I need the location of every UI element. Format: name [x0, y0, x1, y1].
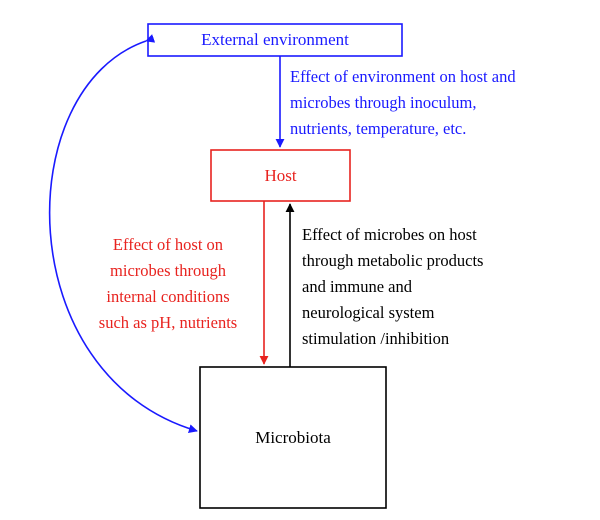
microbes-effect-line-3: and immune and: [302, 277, 412, 296]
microbes-effect-line-5: stimulation /inhibition: [302, 329, 450, 348]
host-effect-line-1: Effect of host on: [112, 235, 224, 254]
host-effect-line-2: microbes through: [110, 261, 226, 280]
environment-effect-line-2: microbes through inoculum,: [290, 93, 477, 112]
environment-effect-line-3: nutrients, temperature, etc.: [290, 119, 467, 138]
host-effect-text: Effect of host on microbes through inter…: [78, 232, 258, 336]
host-effect-line-3: internal conditions: [106, 287, 230, 306]
environment-effect-text: Effect of environment on host and microb…: [290, 64, 516, 142]
host-label: Host: [264, 165, 297, 185]
environment-effect-line-1: Effect of environment on host and: [290, 67, 516, 86]
microbiota-box: [199, 366, 387, 509]
microbes-effect-line-1: Effect of microbes on host: [302, 225, 477, 244]
microbiota-label: Microbiota: [255, 427, 331, 447]
host-effect-line-4: such as pH, nutrients: [98, 313, 238, 332]
environment-microbiota-curve-arrow: [48, 34, 198, 434]
microbes-effect-line-2: through metabolic products: [302, 251, 484, 270]
environment-label: External environment: [201, 30, 349, 49]
microbes-effect-text: Effect of microbes on host through metab…: [302, 222, 483, 352]
host-box: [210, 149, 351, 202]
microbes-effect-line-4: neurological system: [302, 303, 435, 322]
